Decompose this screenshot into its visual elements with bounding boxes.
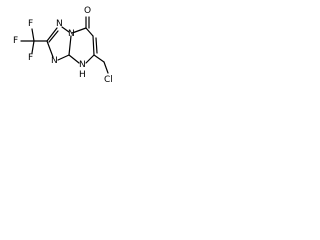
bond bbox=[57, 54, 70, 61]
chemical-structure: O N N N N H Cl F F F bbox=[13, 6, 113, 85]
bond bbox=[71, 31, 76, 34]
atom-label-f: F bbox=[28, 19, 33, 29]
atom-label-n: N bbox=[79, 60, 86, 70]
atom-label-o: O bbox=[84, 6, 91, 16]
bond-layer bbox=[20, 16, 109, 74]
bond bbox=[61, 26, 70, 33]
atom-label-n: N bbox=[68, 29, 75, 39]
atom-label-n: N bbox=[51, 56, 58, 66]
atom-label-cl: Cl bbox=[104, 75, 113, 85]
bond bbox=[92, 35, 95, 56]
atom-label-layer: O N N N N H Cl F F F bbox=[13, 6, 113, 85]
bond bbox=[46, 27, 58, 42]
atom-label-f: F bbox=[28, 53, 33, 63]
atom-label-n: N bbox=[56, 19, 63, 29]
bond bbox=[85, 27, 94, 37]
bond bbox=[48, 30, 59, 43]
bond bbox=[103, 61, 109, 74]
atom-label-f: F bbox=[13, 36, 18, 46]
bond bbox=[31, 40, 35, 54]
bond bbox=[31, 28, 35, 42]
atom-label-h: H bbox=[79, 70, 86, 80]
bond bbox=[85, 54, 95, 64]
bond bbox=[68, 54, 80, 64]
bond bbox=[68, 35, 72, 56]
bond bbox=[95, 37, 98, 54]
bond bbox=[74, 27, 87, 33]
bond bbox=[93, 54, 105, 63]
bond bbox=[46, 40, 54, 58]
